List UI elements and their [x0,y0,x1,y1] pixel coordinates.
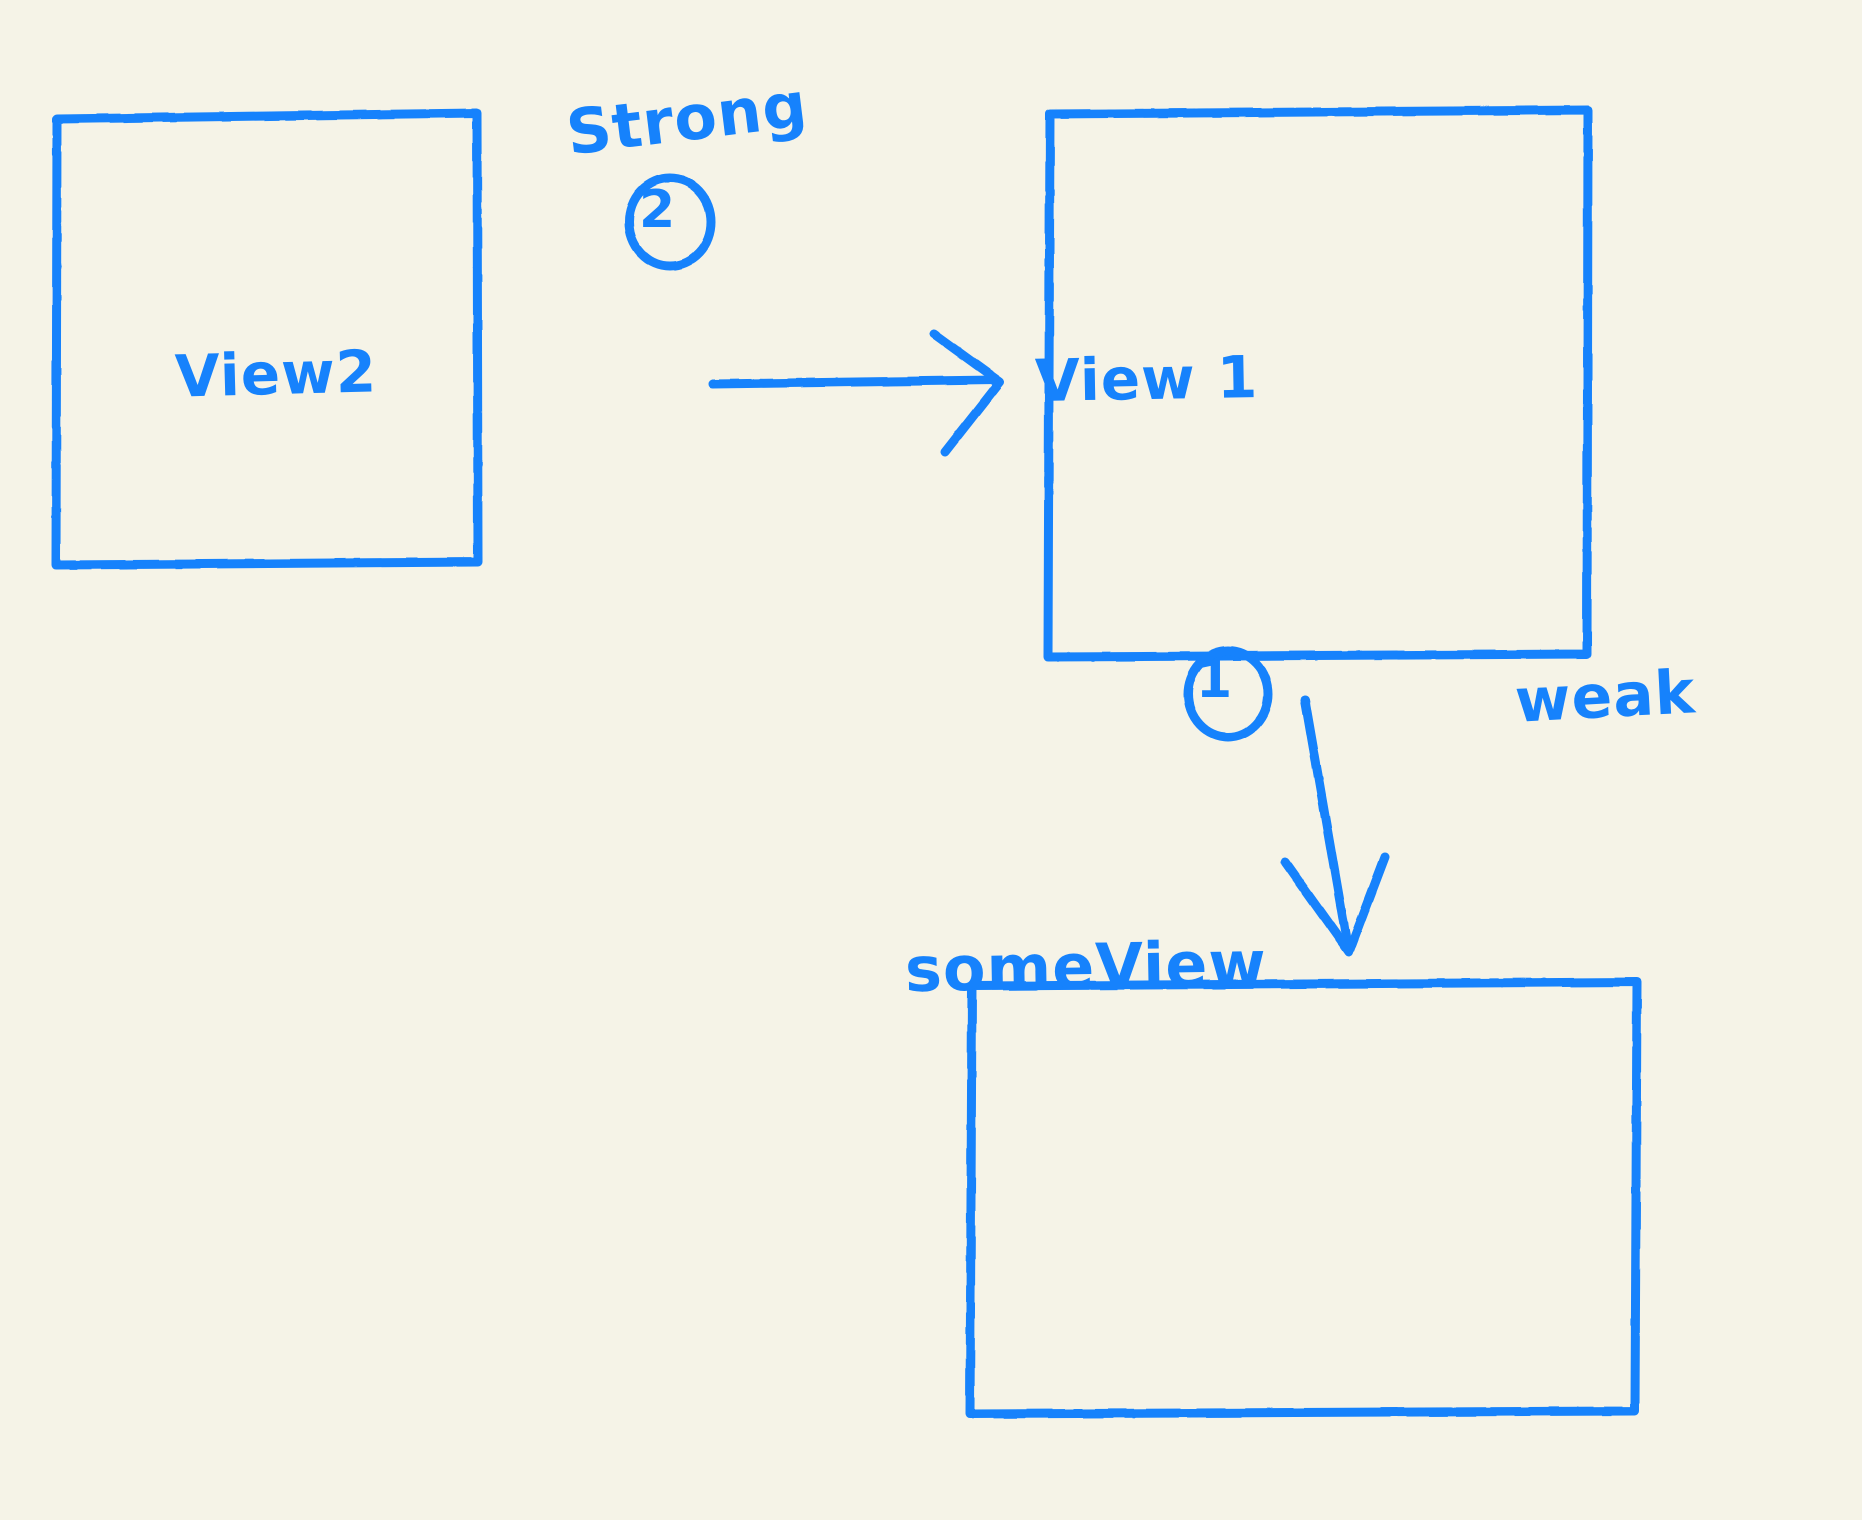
circled-number-icon-one [1183,646,1273,742]
node-label-view1: View 1 [1034,343,1259,415]
arrow-down-icon [1280,695,1390,957]
node-box-view2[interactable] [51,108,483,570]
edge-badge-one: 1 [1196,650,1233,710]
circled-number-icon-two [624,173,716,271]
edge-badge-two: 2 [639,180,676,240]
arrow-right-icon [708,329,1005,457]
node-label-someview: someView [904,926,1268,1007]
node-box-view1[interactable] [1043,105,1593,662]
node-box-someview[interactable] [965,977,1642,1419]
node-label-view2: View2 [174,337,378,411]
edge-label-weak: weak [1513,657,1698,737]
